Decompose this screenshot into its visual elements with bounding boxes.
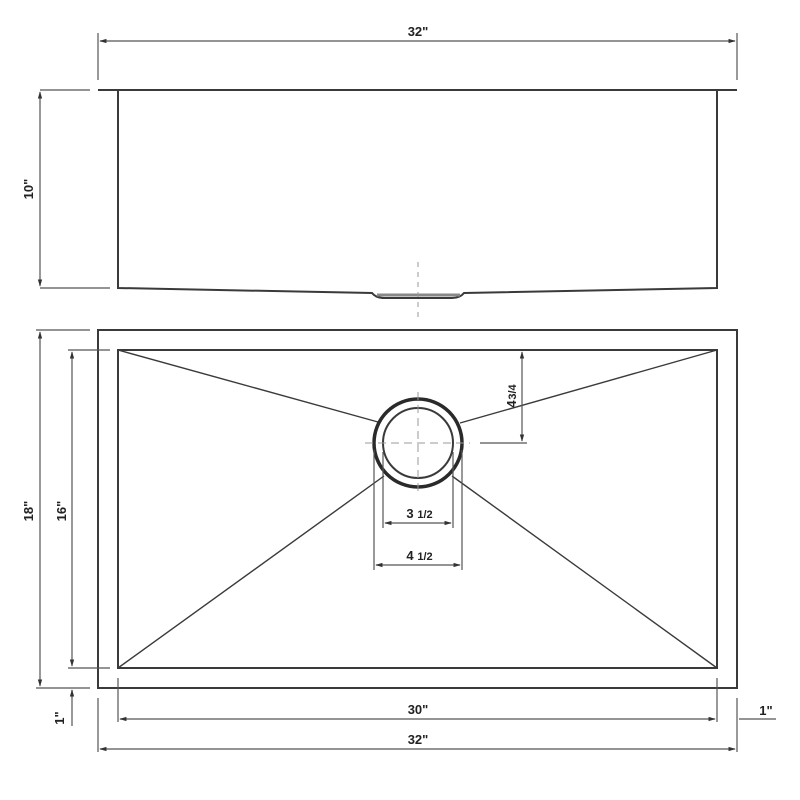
- outer-length-dimension: [36, 329, 90, 689]
- drain-outer-diameter-label: 4 1/2: [406, 548, 432, 563]
- flange-left-label: 1": [52, 711, 67, 724]
- flange-right-label: 1": [759, 703, 772, 718]
- inner-width-dimension: [117, 678, 718, 722]
- inner-basin-outline: [117, 349, 718, 669]
- drain-offset-whole: 4: [504, 400, 519, 408]
- drain-offset-fraction: 3/4: [507, 383, 519, 399]
- outer-flange-outline: [97, 329, 738, 689]
- inner-length-dimension: [68, 349, 110, 669]
- elevation-depth-dimension: [37, 89, 110, 289]
- basin-slope-lines: [117, 349, 718, 669]
- drain-inner-whole: 3: [406, 506, 413, 521]
- plan-view: 4 3/4 3 1/2 4 1/2 18": [21, 329, 776, 752]
- inner-length-label: 16": [54, 501, 69, 522]
- drain-inner-fraction: 1/2: [417, 509, 432, 521]
- inner-width-label: 30": [408, 702, 429, 717]
- drain-outer-whole: 4: [406, 548, 414, 563]
- outer-length-label: 18": [21, 501, 36, 522]
- flange-right-dimension: [736, 698, 776, 752]
- drain-inner-diameter-dimension: [382, 452, 454, 528]
- elevation-width-label: 32": [408, 24, 429, 39]
- outer-width-dimension: [97, 698, 736, 752]
- drain-outer-diameter-dimension: [373, 450, 463, 570]
- elevation-depth-label: 10": [21, 179, 36, 200]
- drain-outer-fraction: 1/2: [417, 551, 432, 563]
- elevation-width-dimension: [97, 33, 738, 80]
- outer-width-label: 32": [408, 732, 429, 747]
- side-elevation-view: 32" 10": [21, 24, 738, 318]
- drain-inner-diameter-label: 3 1/2: [406, 506, 432, 521]
- drain-offset-label: 4 3/4: [504, 383, 519, 407]
- drain-offset-dimension: [480, 351, 527, 444]
- drain: [365, 392, 470, 495]
